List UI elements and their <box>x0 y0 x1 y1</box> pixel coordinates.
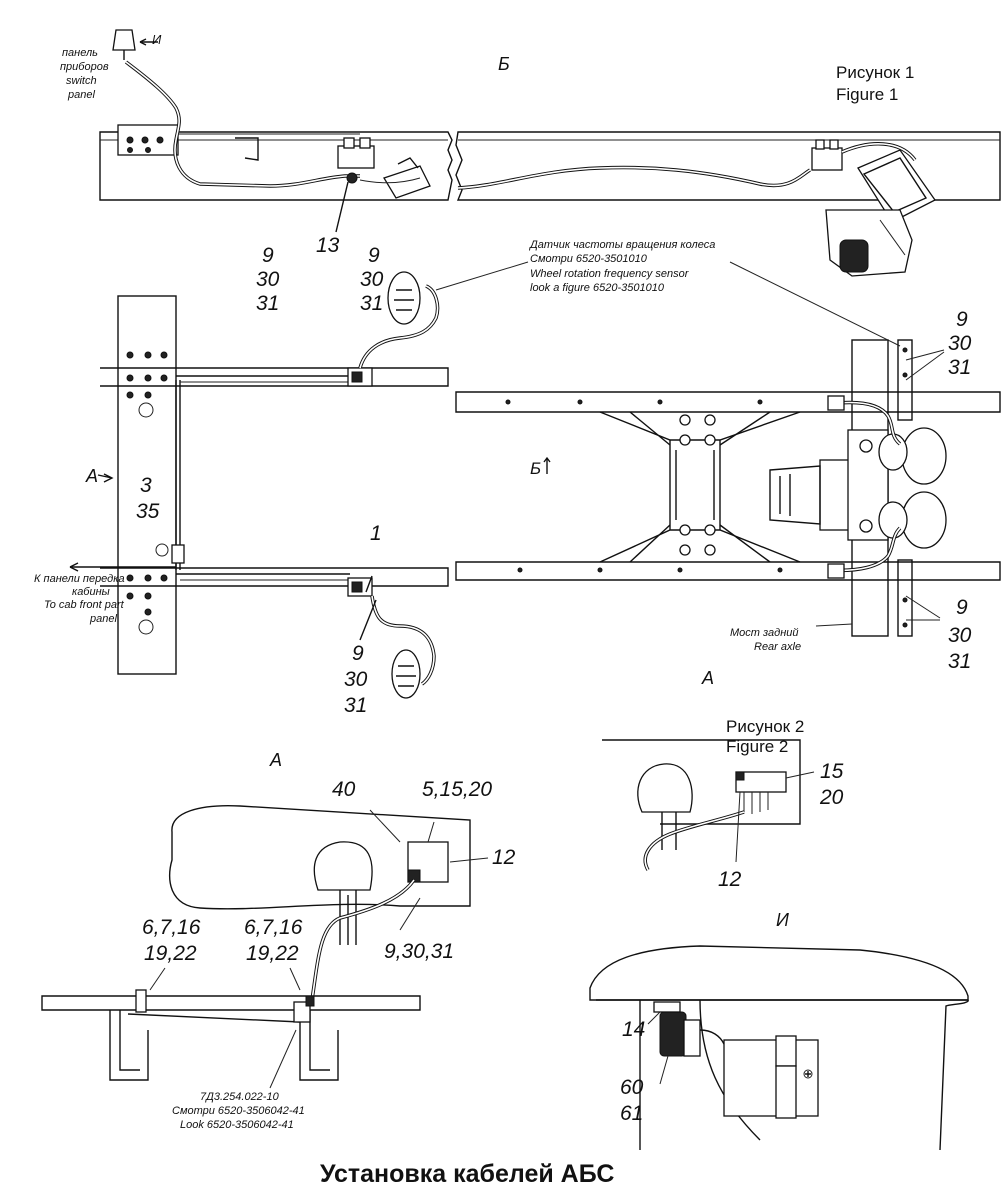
callout-12-fig2: 12 <box>718 868 742 891</box>
chassis-plan-view <box>69 261 1001 699</box>
cab-label-line-2: кабины <box>72 586 110 598</box>
callout-31-front-lower: 31 <box>344 694 367 717</box>
figure-1-title-ru: Рисунок 1 <box>836 63 914 82</box>
cab-label-line-1: К панели передка <box>34 573 125 585</box>
callout-3: 3 <box>140 474 152 497</box>
callout-9-front-upper-b: 9 <box>368 244 380 267</box>
cab-label-line-3: To cab front part <box>44 599 125 611</box>
panel-label-line-2: приборов <box>60 61 109 73</box>
panel-label-line-4: panel <box>67 89 95 101</box>
callout-30-rear-lower: 30 <box>948 624 972 647</box>
view-label-i-marker: И <box>152 32 162 47</box>
view-label-a-marker: А <box>85 466 98 486</box>
callout-40: 40 <box>332 778 356 801</box>
sensor-label-line-4: look a figure 6520-3501010 <box>530 282 665 294</box>
callout-12-view-a: 12 <box>492 846 516 869</box>
callout-60: 60 <box>620 1076 644 1099</box>
callout-30-front-lower: 30 <box>344 668 368 691</box>
callout-13: 13 <box>316 234 340 257</box>
callout-14: 14 <box>622 1018 645 1041</box>
sensor-label-line-3: Wheel rotation frequency sensor <box>530 268 690 280</box>
callout-31-front-upper-b: 31 <box>360 292 383 315</box>
rear-axle-label-en: Rear axle <box>754 641 801 653</box>
callout-9-front-lower: 9 <box>352 642 364 665</box>
sensor-label-line-1: Датчик частоты вращения колеса <box>528 239 715 251</box>
figure-1-title-en: Figure 1 <box>836 85 898 104</box>
sensor-label-line-2: Смотри 6520-3501010 <box>530 253 648 265</box>
view-i <box>589 945 969 1151</box>
view-label-b-marker: Б <box>530 459 541 478</box>
callout-31-rear-upper: 31 <box>948 356 971 379</box>
callout-19-22-right: 19,22 <box>246 942 299 965</box>
callout-30-front-upper-a: 30 <box>256 268 280 291</box>
callout-9-front-upper-a: 9 <box>262 244 274 267</box>
drawing-title: Установка кабелей АБС <box>320 1160 614 1188</box>
figure-2-title-en: Figure 2 <box>726 737 788 756</box>
panel-label-line-1: панель <box>62 47 98 59</box>
callout-1: 1 <box>370 522 382 545</box>
part-ref-line-1: 7Д3.254.022-10 <box>200 1091 280 1103</box>
view-a <box>41 805 489 1089</box>
callout-35: 35 <box>136 500 160 523</box>
callout-31-rear-lower: 31 <box>948 650 971 673</box>
figure-2 <box>602 739 815 871</box>
callout-9-rear-upper: 9 <box>956 308 968 331</box>
view-label-a-plan: А <box>701 668 714 688</box>
cab-label-line-4: panel <box>89 613 117 625</box>
callout-19-22-left: 19,22 <box>144 942 197 965</box>
callout-30-rear-upper: 30 <box>948 332 972 355</box>
annotations: Рисунок 1 Figure 1 Рисунок 2 Figure 2 Б … <box>34 32 972 1188</box>
callout-31-front-upper-a: 31 <box>256 292 279 315</box>
rear-axle-label-ru: Мост задний <box>730 627 798 639</box>
callout-9-rear-lower: 9 <box>956 596 968 619</box>
part-ref-line-2: Смотри 6520-3506042-41 <box>172 1105 305 1117</box>
callout-15-fig2: 15 <box>820 760 844 783</box>
view-label-b: Б <box>498 54 510 74</box>
callout-61: 61 <box>620 1102 643 1125</box>
view-label-i: И <box>776 910 789 930</box>
callout-5-15-20: 5,15,20 <box>422 778 492 801</box>
panel-label-line-3: switch <box>66 75 97 87</box>
callout-9-30-31: 9,30,31 <box>384 940 454 963</box>
callout-6-7-16-right: 6,7,16 <box>244 916 303 939</box>
callout-30-front-upper-b: 30 <box>360 268 384 291</box>
view-label-a: А <box>269 750 282 770</box>
frame-side-view <box>99 29 1001 277</box>
figure-2-title-ru: Рисунок 2 <box>726 717 804 736</box>
callout-20-fig2: 20 <box>819 786 844 809</box>
callout-6-7-16-left: 6,7,16 <box>142 916 201 939</box>
part-ref-line-3: Look 6520-3506042-41 <box>180 1119 294 1131</box>
